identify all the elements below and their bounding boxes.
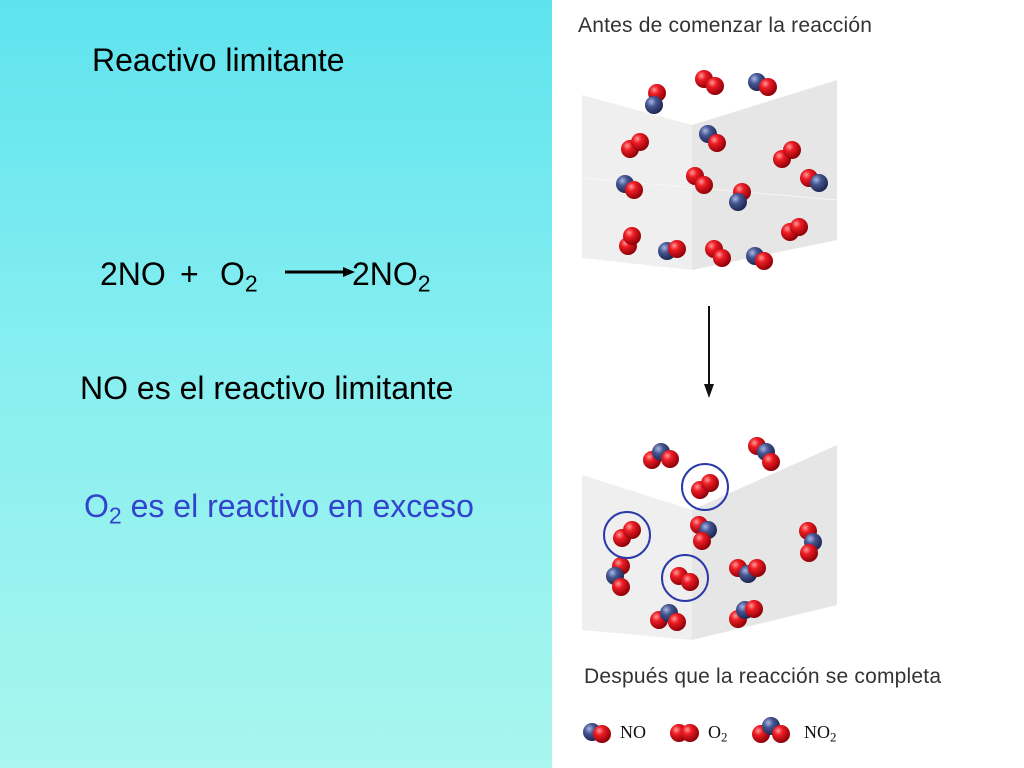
molecule-o2 <box>695 70 724 95</box>
plus-sign: + <box>180 256 199 292</box>
down-arrow-icon <box>704 306 714 398</box>
molecule-o2 <box>686 167 713 194</box>
left-text-panel: Reactivo limitante 2NO + O2 2NO2 NO es e… <box>0 0 552 768</box>
molecule-no <box>658 240 686 260</box>
reactant-o2: O2 <box>220 256 258 297</box>
molecule-no2 <box>729 600 763 628</box>
excess-reagent-statement: O2 es el reactivo en exceso <box>84 488 474 529</box>
molecule-no2 <box>729 559 766 583</box>
molecule-o2 <box>619 227 641 255</box>
legend-no2-label: NO2 <box>804 722 837 745</box>
molecule-no2 <box>643 443 679 469</box>
molecule-no <box>699 125 726 152</box>
molecule-no2 <box>650 604 686 631</box>
reaction-arrow-icon <box>285 267 355 277</box>
molecule-o2 <box>621 133 649 158</box>
molecule-o2 <box>705 240 731 267</box>
product-no2: 2NO2 <box>352 256 431 297</box>
molecule-o2 <box>781 218 808 241</box>
molecule-no <box>729 183 751 211</box>
molecule-no <box>645 84 666 114</box>
legend-o2-label: O2 <box>708 722 728 745</box>
molecule-o2 <box>773 141 801 168</box>
molecule-no2 <box>606 557 630 596</box>
limiting-reagent-statement: NO es el reactivo limitante <box>80 370 454 406</box>
legend-no-label: NO <box>620 722 646 742</box>
before-molecules <box>616 70 828 270</box>
excess-o2-circled <box>661 554 709 602</box>
slide-title: Reactivo limitante <box>92 42 345 78</box>
after-molecules <box>603 437 822 631</box>
excess-o2-circled <box>603 511 651 559</box>
molecule-no <box>746 247 773 270</box>
excess-o2-circled <box>681 463 729 511</box>
molecule-no2 <box>748 437 780 471</box>
before-reaction-caption: Antes de comenzar la reacción <box>578 14 873 37</box>
legend-no-icon <box>583 723 611 743</box>
molecule-no <box>800 169 828 192</box>
after-scene-background <box>582 445 837 640</box>
molecule-no2 <box>799 522 822 562</box>
legend-o2-icon <box>670 724 699 742</box>
legend-no2-icon <box>752 717 790 743</box>
legend-icons <box>583 717 790 743</box>
after-reaction-caption: Después que la reacción se completa <box>584 665 942 688</box>
reactant-no: 2NO <box>100 256 166 292</box>
molecule-no2 <box>690 516 717 550</box>
molecule-figure: Antes de comenzar la reacción <box>552 0 1024 768</box>
molecule-no <box>616 175 643 199</box>
molecule-scenes <box>581 70 838 743</box>
molecule-no <box>748 73 777 96</box>
